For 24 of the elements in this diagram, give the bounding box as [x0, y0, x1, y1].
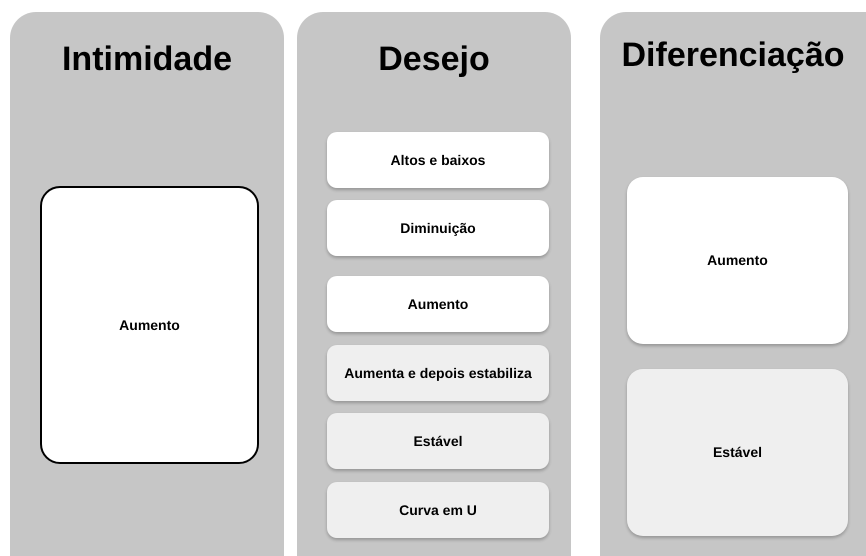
value-box	[327, 413, 549, 469]
value-box	[327, 482, 549, 538]
box-text: Altos e baixos	[390, 150, 486, 170]
box-text: Estável	[712, 443, 764, 462]
value-box	[327, 132, 549, 188]
panel-heading: Intimidade	[62, 40, 232, 79]
value-box	[627, 177, 848, 344]
panel-heading: Diferenciação	[622, 36, 844, 75]
box-text: Aumenta e depois estabiliza	[343, 364, 533, 382]
box-text: Aumento	[118, 316, 181, 334]
value-box	[627, 369, 848, 536]
box-text: Estável	[412, 432, 464, 450]
box-text: Aumento	[706, 251, 769, 270]
category-panel	[297, 12, 571, 556]
panel-heading: Desejo	[378, 40, 490, 79]
value-box	[327, 276, 549, 332]
value-box	[327, 345, 549, 401]
box-text: Diminuição	[399, 218, 477, 238]
category-panel	[10, 12, 284, 556]
box-text: Aumento	[406, 294, 470, 314]
value-box	[40, 186, 259, 464]
category-panel	[600, 12, 866, 556]
value-box	[327, 200, 549, 256]
box-text: Curva em U	[398, 500, 478, 520]
